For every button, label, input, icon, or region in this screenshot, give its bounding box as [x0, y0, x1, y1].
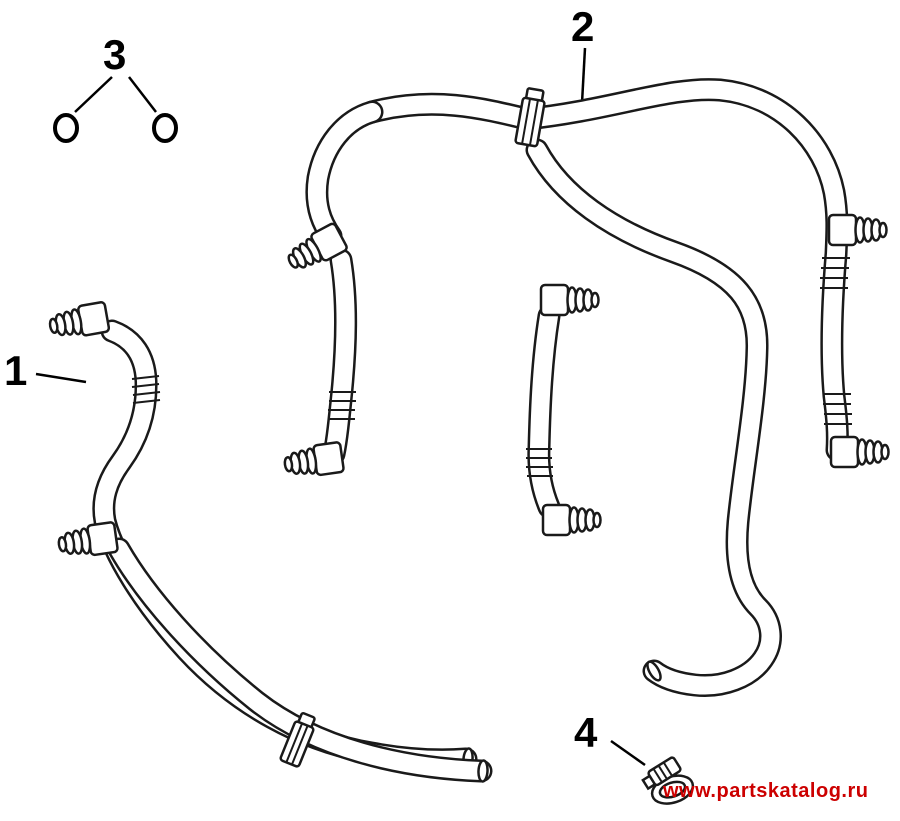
leader-line-2: [580, 47, 587, 104]
callout-2: 2: [571, 3, 595, 50]
hose-open-end: [477, 759, 489, 783]
hose-clamp-bottom: [279, 711, 316, 768]
barb-fitting: [281, 440, 346, 481]
leader-line-3b: [128, 76, 157, 113]
rib-section: [526, 448, 553, 477]
leader-line-1: [35, 372, 87, 384]
rib-section: [820, 257, 850, 289]
hose-1-upper-branch-inner: [94, 322, 475, 769]
hose-top-main: [360, 78, 849, 462]
hose-open-end: [646, 660, 662, 682]
rib-section: [131, 375, 161, 404]
callout-3: 3: [103, 31, 127, 78]
o-ring-right: [152, 113, 178, 143]
hose-top-main-inner: [363, 80, 847, 459]
leader-lines: [35, 47, 646, 767]
barb-fitting: [827, 213, 888, 247]
hose-snake-path-inner: [528, 141, 780, 695]
callout-4: 4: [574, 709, 598, 756]
hose-left-vertical-inner: [325, 251, 355, 463]
hose-assembly-left: [92, 319, 493, 783]
hose-clamp-top: [514, 87, 546, 148]
rib-section: [328, 391, 356, 420]
callout-1: 1: [4, 347, 28, 394]
leader-line-4: [610, 739, 646, 767]
hose-ribs: [131, 257, 852, 477]
hose-top-left-drop-inner: [307, 103, 381, 245]
barb-fitting: [541, 503, 602, 537]
worm-gear-clamp: [641, 756, 695, 805]
hose-middle-path-inner: [529, 307, 558, 516]
hose-1-lower-branch-inner: [110, 540, 490, 780]
barb-fitting: [539, 283, 600, 317]
hose-snake-path: [525, 138, 782, 698]
o-ring-pair: [53, 113, 178, 143]
leader-line-3a: [74, 76, 113, 113]
hose-snake: [525, 138, 782, 698]
barb-fitting: [55, 520, 120, 561]
o-ring-left: [53, 113, 79, 143]
hose-1-upper-branch: [92, 319, 478, 772]
hose-middle-vertical: [527, 304, 561, 519]
rib-section: [823, 393, 852, 425]
watermark: www.partskatalog.ru: [663, 780, 869, 802]
barb-fitting: [46, 300, 111, 343]
barb-fitting: [829, 435, 890, 469]
